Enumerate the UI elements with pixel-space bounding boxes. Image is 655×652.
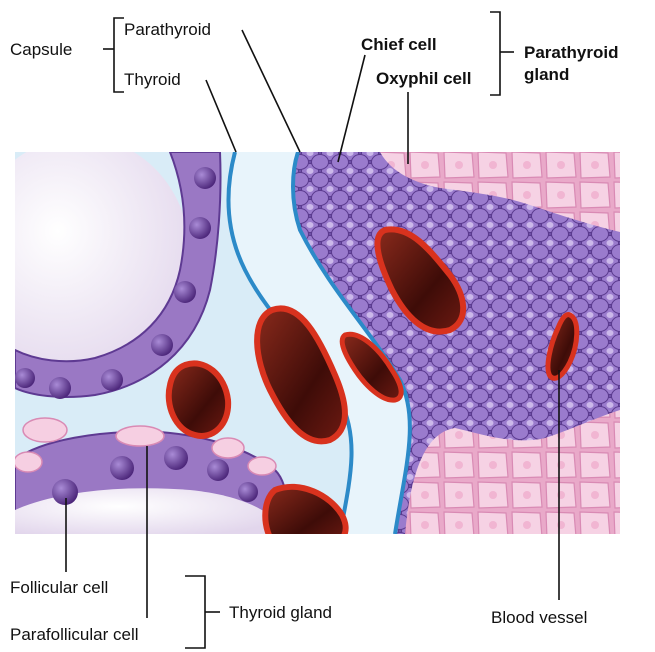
label-thyroid-capsule: Thyroid (124, 70, 181, 89)
label-parafollicular-cell: Parafollicular cell (10, 625, 139, 644)
label-chief-cell: Chief cell (361, 35, 437, 54)
parathyroid-label-group: Chief cell Oxyphil cell Parathyroid glan… (338, 12, 618, 164)
label-parathyroid-gland-1: Parathyroid (524, 43, 618, 62)
label-follicular-cell: Follicular cell (10, 578, 108, 597)
label-parathyroid-gland-2: gland (524, 65, 569, 84)
blood-vessel-2 (169, 363, 228, 436)
label-parathyroid-capsule: Parathyroid (124, 20, 211, 39)
capsule-label-group: Capsule Parathyroid Thyroid (10, 18, 300, 152)
label-oxyphil-cell: Oxyphil cell (376, 69, 471, 88)
tissue-panel (0, 137, 620, 545)
label-thyroid-gland: Thyroid gland (229, 603, 332, 622)
label-blood-vessel: Blood vessel (491, 608, 587, 627)
label-capsule: Capsule (10, 40, 72, 59)
